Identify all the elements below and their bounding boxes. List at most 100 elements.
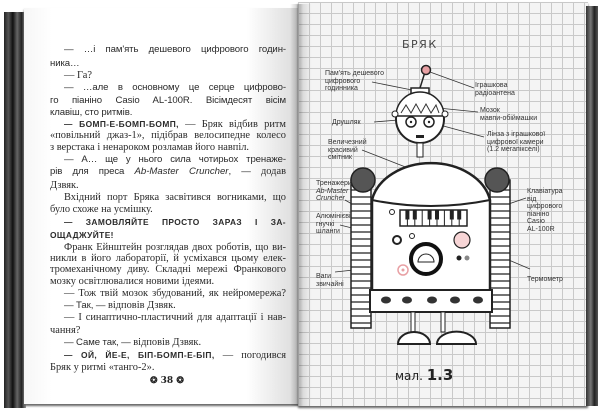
- leg-right: [440, 311, 446, 333]
- text-segment: — погодився: [214, 350, 286, 361]
- text-line: клавіш, сто ритмів.: [50, 107, 286, 119]
- foot-right: [435, 330, 478, 345]
- button-grey: [464, 255, 470, 261]
- figure-number: 1.3: [426, 366, 454, 384]
- text-segment: — …але в основному це серце цифрово-: [64, 82, 286, 93]
- text-line: — Так, — відповів Дзвяк.: [64, 300, 286, 312]
- text-segment: , —: [228, 166, 251, 177]
- text-line: з верстака і ненароком розламав його нав…: [50, 142, 286, 154]
- text-line: ника…: [50, 58, 286, 70]
- text-line: — Ой, йе-е, біп-бомп-е-біп, — погодився: [64, 349, 286, 362]
- left-page: [24, 8, 302, 404]
- text-segment: — А… ще у нього сила чотирьох тренаже-: [64, 154, 286, 165]
- button-dark: [456, 255, 462, 261]
- arm-hose-left: [350, 167, 376, 329]
- text-line: — Тож твій мозок збудований, як нейромер…: [64, 288, 286, 300]
- piano-keyboard: [399, 209, 468, 227]
- head-bolt-left: [391, 110, 399, 118]
- label-clock-memory: Пам'ять дешевого цифрового годинника: [325, 70, 384, 92]
- text-segment: відповів Дзвяк.: [130, 337, 202, 348]
- text-segment: рів для преса: [50, 166, 135, 177]
- text-line: никли в його лабораторії, й усміхався ць…: [50, 253, 286, 265]
- pink-target: [397, 264, 409, 276]
- shoulder-right: [484, 167, 510, 193]
- text-segment: ощаджуйте!: [50, 230, 114, 240]
- foot-left: [396, 331, 432, 345]
- text-line: го піаніно Casio AL-100R. Вісімдесят віс…: [50, 95, 286, 107]
- body-dot: [389, 209, 395, 215]
- text-line: — Замовляйте просто зараз і за-: [64, 216, 286, 229]
- text-segment: — Саме так, —: [64, 337, 131, 348]
- text-line: — Бомп-е-бомп-бомп, — Бряк відбив ритм: [64, 118, 286, 131]
- book-gutter: [290, 4, 312, 406]
- text-segment: клавіш, сто ритмів.: [50, 107, 133, 118]
- label-hoses: Алюмінієві гнучкі шланги: [316, 213, 351, 235]
- label-colander: Друшляк: [332, 119, 361, 126]
- text-line: — І синаптично-пластичний для адаптації …: [64, 312, 286, 324]
- text-line: ощаджуйте!: [50, 229, 286, 242]
- colander-helmet: [395, 91, 445, 117]
- text-segment: з верстака і ненароком розламав його нав…: [50, 142, 250, 153]
- book-page-edges-right: [586, 6, 598, 406]
- text-segment: — Га?: [64, 70, 92, 81]
- piano-black-key: [412, 209, 417, 220]
- text-segment: чання?: [50, 325, 81, 336]
- text-segment: додав: [250, 166, 286, 177]
- text-line: тромеханічному диву. Складні мережі Фран…: [50, 264, 286, 276]
- text-segment: никли в його лабораторії, й усміхався ць…: [50, 253, 286, 264]
- label-scales: Ваги звичайні: [316, 273, 344, 288]
- text-line: — Га?: [64, 70, 286, 82]
- text-segment: «повільний джаз-1», підібрав велосипедне…: [50, 130, 286, 141]
- piano-black-key: [435, 209, 439, 220]
- body-dial: [392, 235, 402, 245]
- mouth: [416, 135, 424, 138]
- piano-black-key: [427, 209, 432, 220]
- antenna-ball: [420, 64, 432, 76]
- text-line: Франк Ейнштейн розглядав двох роботів, щ…: [64, 242, 286, 254]
- text-segment: Франк Ейнштейн розглядав двох роботів, щ…: [64, 242, 286, 253]
- piano-black-key: [457, 209, 462, 220]
- text-segment: — Так, —: [64, 300, 106, 311]
- arm-hose-right: [484, 167, 511, 329]
- text-line: — …але в основному це серце цифрово-: [64, 82, 286, 94]
- text-line: чання?: [50, 325, 286, 337]
- shoulder-left: [350, 167, 376, 193]
- text-segment: го піаніно Casio AL-100R. Вісімдесят віс…: [50, 95, 286, 106]
- text-segment: Бряк у ритмі «танго-2».: [50, 362, 155, 373]
- text-segment: Ab-Master Cruncher: [134, 166, 229, 177]
- scales-needle-face: [417, 253, 435, 263]
- label-thermometer: Термометр: [527, 276, 563, 283]
- text-segment: Вхідний порт Бряка засвітився вогниками,…: [64, 192, 286, 203]
- monkey-brain: [400, 102, 440, 115]
- page-number: ❂ 38 ❂: [150, 376, 184, 386]
- pupil-right: [427, 120, 431, 124]
- label-keyboard: Клавіатура від цифрового піаніно Casio A…: [527, 188, 563, 233]
- text-line: — …і пам'ять дешевого цифрового годин-: [64, 44, 286, 56]
- text-line: Дзвяк.: [50, 180, 286, 192]
- text-segment: було схоже на усмішку.: [50, 204, 153, 215]
- text-segment: — Бряк відбив ритм: [178, 119, 286, 130]
- piano-black-key: [405, 209, 410, 220]
- text-segment: тромеханічному диву. Складні мережі Фран…: [50, 264, 286, 275]
- text-segment: — Ой, йе-е, біп-бомп-е-біп,: [64, 350, 215, 360]
- text-segment: відповів Дзвяк.: [105, 300, 176, 311]
- text-segment: ника…: [50, 58, 80, 69]
- body-rim: [371, 199, 491, 207]
- head-bolt-right: [441, 110, 449, 118]
- label-antenna: Іграшкова радіоантена: [475, 82, 515, 97]
- text-segment: — Тож твій мозок збудований, як нейромер…: [64, 288, 286, 299]
- label-camera-lens: Лінза з іграшкової цифрової камери (1.2 …: [487, 131, 546, 153]
- label-monkey-brain: Мозок мавпи-обіймашки: [480, 107, 538, 122]
- text-line: «повільний джаз-1», підібрав велосипедне…: [50, 130, 286, 142]
- text-line: було схоже на усмішку.: [50, 204, 286, 216]
- text-segment: — І синаптично-пластичний для адаптації …: [64, 312, 286, 323]
- trashcan-body: [370, 161, 492, 312]
- text-segment: — …і пам'ять дешевого цифрового годин-: [64, 44, 286, 55]
- base-bolts: [381, 296, 483, 304]
- leg-left: [410, 311, 416, 333]
- figure-caption: мал. 1.3: [395, 366, 453, 384]
- pupil-left: [409, 120, 413, 124]
- label-trainers-name: Ab-Master Cruncher: [316, 187, 349, 203]
